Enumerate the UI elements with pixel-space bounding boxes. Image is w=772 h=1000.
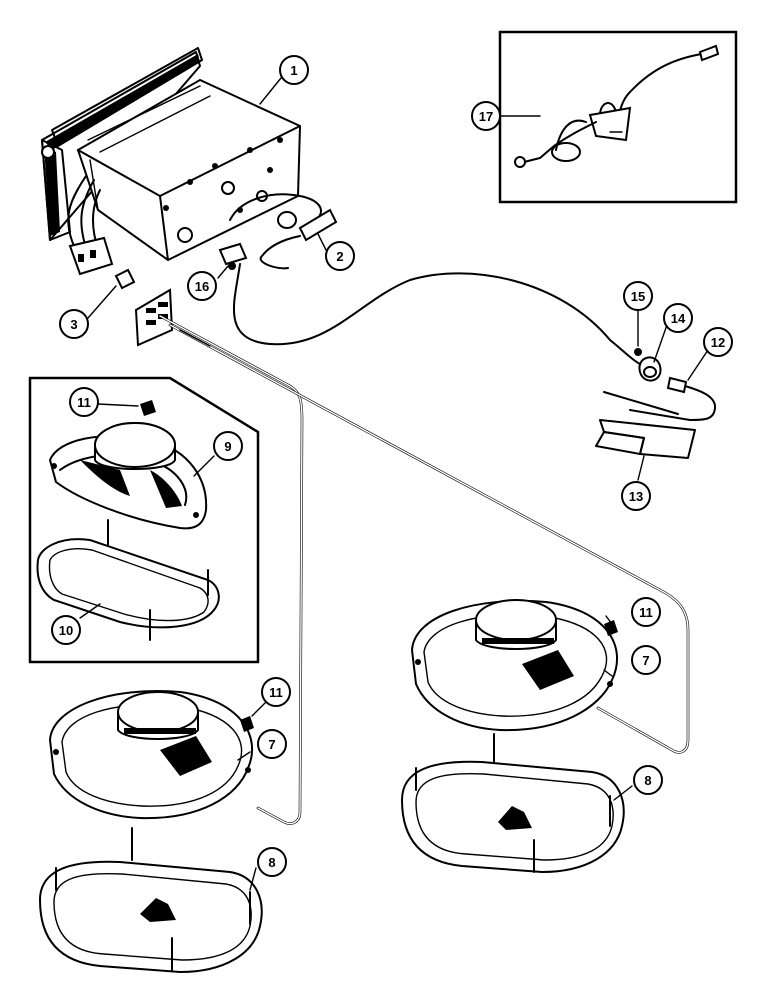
speaker-left — [48, 690, 253, 820]
speaker-right — [410, 599, 618, 732]
callout-14: 14 — [663, 303, 693, 333]
svg-text:12: 12 — [711, 335, 725, 350]
fuse-holder — [114, 268, 136, 290]
svg-text:7: 7 — [642, 653, 649, 668]
nut-left — [240, 716, 254, 732]
svg-text:15: 15 — [631, 289, 645, 304]
svg-text:8: 8 — [644, 773, 651, 788]
callout-1: 1 — [279, 55, 309, 85]
leader-lines — [79, 77, 709, 891]
svg-text:1: 1 — [290, 63, 297, 78]
callout-7b: 7 — [257, 729, 287, 759]
svg-text:7: 7 — [268, 737, 275, 752]
svg-text:14: 14 — [671, 311, 686, 326]
speaker-wires — [158, 314, 690, 825]
inset-box-speaker — [28, 376, 260, 664]
svg-text:8: 8 — [268, 855, 275, 870]
junction-block — [134, 288, 174, 347]
svg-text:2: 2 — [336, 249, 343, 264]
antenna-mount — [603, 348, 716, 421]
callout-16: 16 — [187, 271, 217, 301]
callout-15: 15 — [623, 281, 653, 311]
callout-11c: 11 — [261, 677, 291, 707]
antenna-assembly — [514, 44, 720, 168]
callout-9: 9 — [213, 431, 243, 461]
grille-right — [400, 733, 625, 874]
svg-text:13: 13 — [629, 489, 643, 504]
svg-text:16: 16 — [195, 279, 209, 294]
callout-2: 2 — [325, 241, 355, 271]
inset-speaker — [48, 422, 208, 530]
callout-8a: 8 — [257, 847, 287, 877]
svg-text:9: 9 — [224, 439, 231, 454]
callout-12: 12 — [703, 327, 733, 357]
callout-17: 17 — [471, 101, 501, 131]
callout-11b: 11 — [631, 597, 661, 627]
callout-7a: 7 — [631, 645, 661, 675]
svg-text:10: 10 — [59, 623, 73, 638]
antenna-cable — [232, 263, 641, 365]
inset-grille — [36, 519, 220, 641]
callout-11a: 11 — [69, 387, 99, 417]
gasket-template — [599, 419, 696, 459]
bracket — [218, 242, 248, 270]
callout-13: 13 — [621, 481, 651, 511]
svg-text:11: 11 — [269, 685, 283, 700]
grille-left — [38, 827, 263, 974]
antenna-lead — [229, 193, 338, 270]
svg-text:11: 11 — [77, 395, 91, 410]
nut-right — [604, 620, 618, 636]
svg-text:3: 3 — [70, 317, 77, 332]
svg-text:11: 11 — [639, 605, 653, 620]
callout-3: 3 — [59, 309, 89, 339]
svg-text:17: 17 — [479, 109, 493, 124]
callout-10: 10 — [51, 615, 81, 645]
callout-8b: 8 — [633, 765, 663, 795]
nut-inset — [140, 400, 156, 416]
radio-unit — [41, 47, 302, 276]
